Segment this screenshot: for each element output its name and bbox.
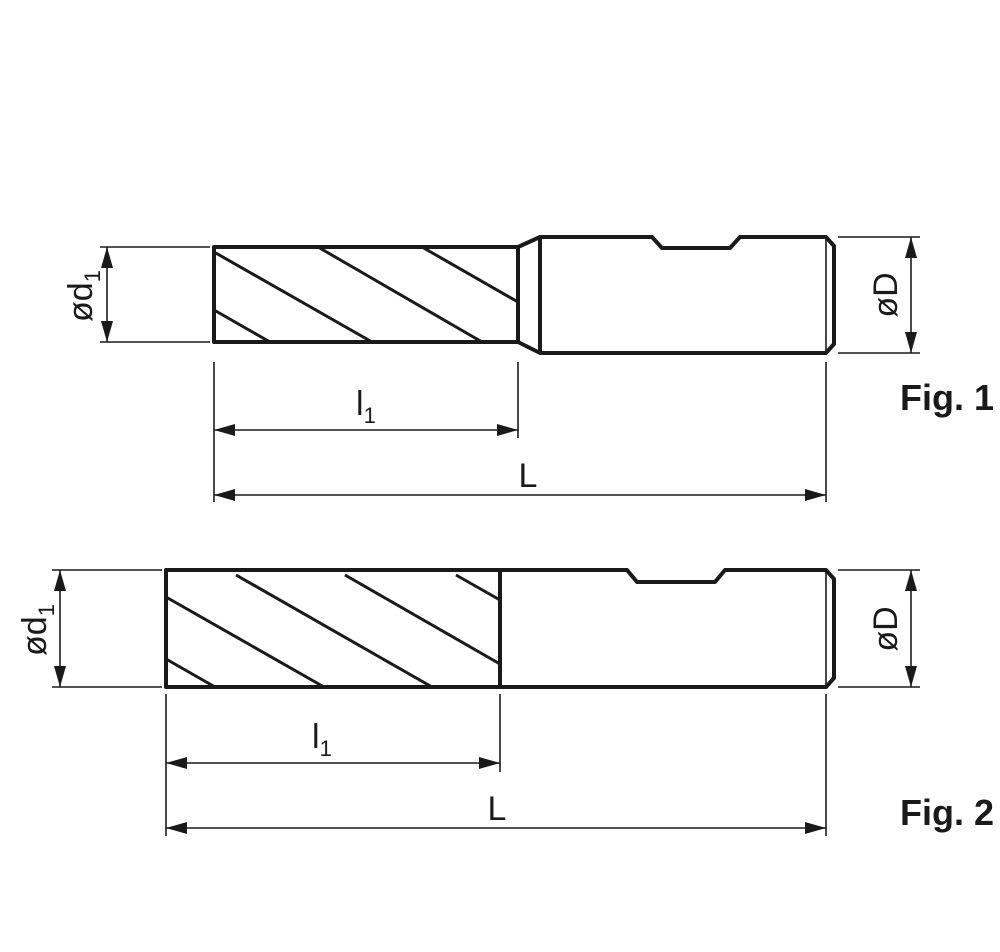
fig1-D-label: øD [867, 272, 905, 317]
fig2-l1-label: l1 [312, 718, 332, 761]
fig1-flute [421, 245, 519, 304]
fig2-flute [344, 573, 501, 666]
fig1-tool-outline [212, 235, 836, 355]
fig1-d1-label: ød1 [62, 270, 105, 322]
figure-1: ød1 øD l1 L Fig. 1 [62, 235, 994, 502]
fig1-flute [317, 245, 483, 344]
fig2-flute [235, 573, 433, 689]
fig1-l1-label: l1 [356, 385, 376, 428]
fig2-flute [165, 595, 325, 689]
fig1-caption: Fig. 1 [900, 377, 994, 418]
figure-2: ød1 øD l1 L Fig. 2 [16, 568, 994, 836]
fig2-flute [455, 573, 501, 602]
fig2-L-label: L [488, 790, 507, 828]
fig2-d1-label: ød1 [16, 604, 59, 656]
fig1-L-label: L [519, 457, 538, 495]
fig1-flute [213, 308, 271, 344]
fig1-flute [213, 250, 373, 344]
fig2-D-label: øD [867, 606, 905, 651]
fig2-flute [165, 657, 216, 689]
fig2-caption: Fig. 2 [900, 792, 994, 833]
